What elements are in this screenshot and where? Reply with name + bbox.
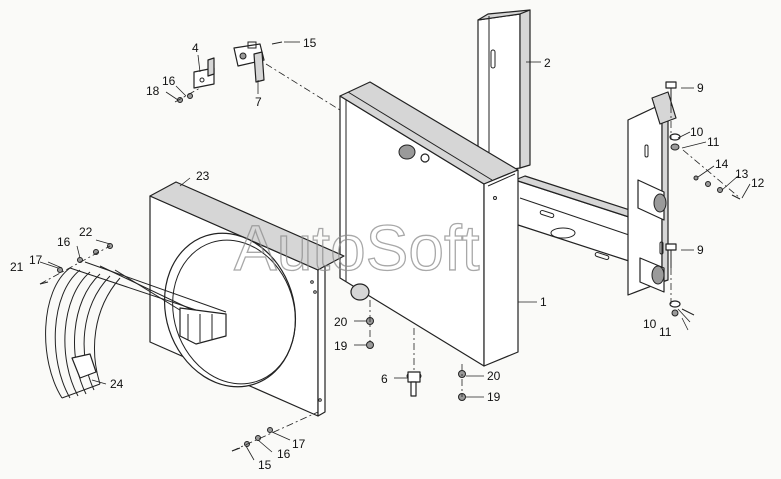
callout-12: 12 xyxy=(751,176,765,190)
callout-10-lower: 10 xyxy=(643,317,657,331)
callout-20-left: 20 xyxy=(334,315,348,329)
watermark: AutoSoft xyxy=(234,212,480,284)
callout-24: 24 xyxy=(110,377,124,391)
callout-17-lower: 17 xyxy=(292,437,306,451)
callout-11-upper: 11 xyxy=(707,135,720,149)
callout-20-right: 20 xyxy=(487,369,501,383)
bolt-9-lower xyxy=(665,243,677,268)
callout-16-upper: 16 xyxy=(162,74,176,88)
callout-14: 14 xyxy=(715,157,729,171)
callout-19-left: 19 xyxy=(334,339,348,353)
callout-19-right: 19 xyxy=(487,390,501,404)
support-post xyxy=(477,9,531,175)
clip-bracket-7 xyxy=(233,41,265,83)
fan-guard xyxy=(45,261,227,399)
callout-21: 21 xyxy=(10,260,24,274)
fan-shroud xyxy=(149,181,345,417)
callout-7: 7 xyxy=(255,95,262,109)
callout-labels: 1 2 4 6 7 9 9 10 10 11 11 12 13 14 15 15… xyxy=(10,36,765,472)
callout-2: 2 xyxy=(544,56,551,70)
callout-9-lower: 9 xyxy=(697,243,704,257)
callout-22: 22 xyxy=(79,225,93,239)
callout-18: 18 xyxy=(146,84,160,98)
callout-13: 13 xyxy=(735,167,749,181)
callout-17-left: 17 xyxy=(29,253,43,267)
mounting-bracket xyxy=(514,175,643,263)
assembly-axis-lines xyxy=(39,63,741,452)
callout-6: 6 xyxy=(381,372,388,386)
radiator-core xyxy=(339,81,519,367)
callout-15-lower: 15 xyxy=(258,458,272,472)
callout-1: 1 xyxy=(540,295,547,309)
side-bracket-plate xyxy=(627,91,677,296)
callout-23: 23 xyxy=(196,169,210,183)
drain-valve xyxy=(406,371,422,397)
callout-11-lower: 11 xyxy=(659,325,672,339)
leader-lines xyxy=(39,41,751,461)
callout-10-upper: 10 xyxy=(690,125,704,139)
clip-bracket-4 xyxy=(193,57,215,89)
bolt-9-upper xyxy=(665,81,677,106)
callout-16-lower: 16 xyxy=(277,447,291,461)
callout-9-upper: 9 xyxy=(697,81,704,95)
callout-4: 4 xyxy=(192,41,199,55)
callout-15-upper: 15 xyxy=(303,36,317,50)
callout-16-left: 16 xyxy=(57,235,71,249)
